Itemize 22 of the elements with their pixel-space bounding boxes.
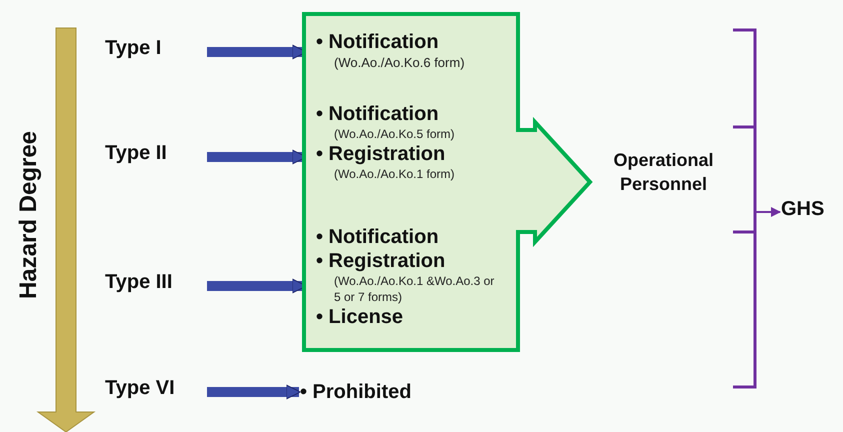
requirement-item: • Registration [316, 142, 446, 166]
type-label: Type VI [105, 376, 205, 408]
bracket [732, 28, 756, 388]
arrow-shape [302, 12, 592, 352]
form-note: (Wo.Ao./Ao.Ko.5 form) [333, 126, 454, 142]
arrow [756, 207, 781, 217]
axis-label: Hazard Degree [15, 130, 43, 300]
type-label: Type I [105, 36, 205, 68]
form-note: (Wo.Ao./Ao.Ko.1 &Wo.Ao.3 or 5 or 7 forms) [333, 273, 496, 305]
arrow [207, 384, 301, 400]
requirement-item: • Notification [316, 102, 439, 126]
form-note: (Wo.Ao./Ao.Ko.6 form) [333, 54, 465, 71]
target-label: Operational Personnel [612, 149, 715, 196]
type-label: Type II [105, 141, 205, 173]
requirement-list: • Prohibited [300, 380, 490, 408]
result-text: GHS [781, 197, 841, 227]
requirement-item: • License [316, 305, 404, 329]
requirement-item: • Notification [316, 225, 439, 249]
requirement-item: • Notification [316, 30, 439, 54]
type-label: Type III [105, 270, 205, 302]
requirement-item: • Registration [316, 249, 446, 273]
form-note: (Wo.Ao./Ao.Ko.1 form) [333, 166, 454, 182]
